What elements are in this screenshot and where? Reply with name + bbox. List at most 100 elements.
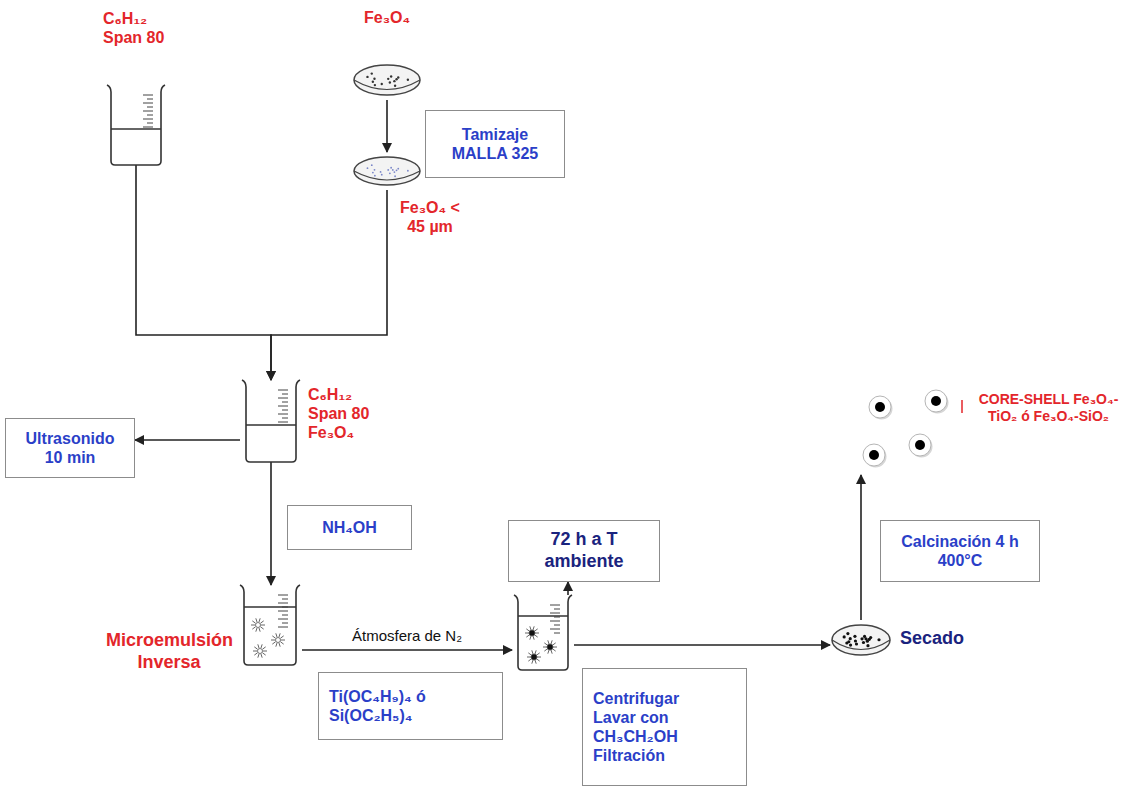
surfactant-tail (261, 644, 262, 648)
powder-grain (396, 169, 398, 171)
box-text: 72 h a T ambiente (519, 529, 649, 572)
micelle-core (256, 623, 261, 628)
surfactant-tail (253, 651, 257, 652)
graduation-mark (147, 123, 153, 124)
powder-grain (854, 639, 857, 642)
dish-outline (354, 157, 420, 185)
flow-arrow (386, 100, 388, 152)
powder-grain (407, 79, 409, 81)
particle-shell (869, 396, 891, 418)
particle-shell (909, 434, 931, 456)
surfactant-tail (530, 636, 531, 640)
particle-shell (863, 444, 885, 466)
micelle-core (276, 638, 281, 643)
surfactant-tail (543, 647, 547, 648)
powder-grain (390, 75, 392, 77)
powder-grain (407, 170, 409, 172)
particle-core (915, 440, 925, 450)
surfactant-tail (279, 643, 280, 647)
powder-grain (390, 167, 392, 169)
surfactant-tail (254, 653, 257, 655)
micelle (525, 626, 539, 639)
surfactant-tail (528, 659, 531, 661)
graduation-mark (554, 633, 560, 634)
equipment-figure: C₆H₁₂ Span 80 (105, 85, 167, 165)
surfactant-tail (251, 625, 255, 626)
surfactant-tail (256, 628, 257, 632)
surfactant-tail (544, 649, 547, 651)
surfactant-tail (263, 651, 267, 652)
surfactant-tail (528, 653, 531, 655)
figure-drawing (238, 585, 302, 665)
graduation-mark (278, 627, 288, 628)
powder-grain (860, 637, 863, 640)
surfactant-tail (551, 650, 552, 654)
graduation-mark (282, 607, 288, 608)
surfactant-tail (526, 635, 529, 637)
particle-core (931, 396, 941, 406)
dish-outline (832, 625, 890, 655)
powder-grain (367, 167, 369, 169)
liquid-level (518, 615, 568, 616)
surfactant-tail (260, 627, 263, 629)
surfactant-tail (260, 621, 263, 623)
powder-grain (397, 76, 399, 78)
surfactant-tail (534, 635, 537, 637)
powder-grain (853, 635, 856, 638)
powder-grain (373, 77, 375, 79)
surfactant-tail (526, 629, 529, 631)
powder-grain (397, 168, 399, 170)
equipment-figure: C₆H₁₂ Span 80 Fe₃O₄ (240, 380, 302, 462)
graduation-mark (143, 127, 153, 128)
surfactant-tail (259, 618, 260, 622)
beaker-outline (240, 585, 300, 665)
powder-grain (855, 642, 858, 645)
surfactant-tail (533, 626, 534, 630)
surfactant-tail (271, 640, 275, 641)
graduation-mark (554, 609, 560, 610)
box-text: Ultrasonido 10 min (16, 429, 124, 467)
graduation-mark (550, 629, 560, 630)
surfactant-tail (258, 644, 259, 648)
flow-arrow (302, 649, 512, 651)
liquid-level (246, 424, 296, 425)
surfactant-tail (262, 647, 265, 649)
powder-grain (380, 171, 382, 173)
micelle (527, 650, 541, 663)
graduation-mark (282, 599, 288, 600)
particle-core (875, 402, 885, 412)
graduation-mark (143, 119, 153, 120)
powder-grain (393, 171, 395, 173)
surfactant-tail (530, 626, 531, 630)
powder-grain (371, 164, 373, 166)
powder-grain (372, 81, 374, 83)
powder-grain (394, 85, 396, 87)
equipment-figure: Fe₃O₄ (352, 60, 422, 100)
flow-arrow (574, 644, 830, 646)
powder-grain (387, 78, 389, 80)
micelle-core (258, 649, 263, 654)
surfactant-tail (261, 625, 265, 626)
figure-label: Secado (900, 628, 980, 650)
powder-grain (849, 643, 852, 646)
figure-label: C₆H₁₂ Span 80 (103, 9, 183, 47)
equipment-figure: Secado (830, 620, 892, 660)
micelle-core (529, 630, 535, 636)
graduation-mark (278, 398, 288, 399)
figure-drawing (512, 595, 574, 670)
surfactant-tail (254, 647, 257, 649)
graduation-mark (278, 619, 288, 620)
dish-rim (354, 80, 420, 90)
surfactant-tail (532, 660, 533, 664)
figure-drawing (352, 152, 422, 190)
surfactant-tail (261, 654, 262, 658)
powder-grain (849, 637, 852, 640)
graduation-mark (550, 621, 560, 622)
graduation-mark (282, 615, 288, 616)
micelle (251, 618, 265, 631)
box-text: Calcinación 4 h 400°C (891, 532, 1029, 570)
powder-grain (374, 169, 376, 171)
powder-grain (392, 169, 394, 171)
